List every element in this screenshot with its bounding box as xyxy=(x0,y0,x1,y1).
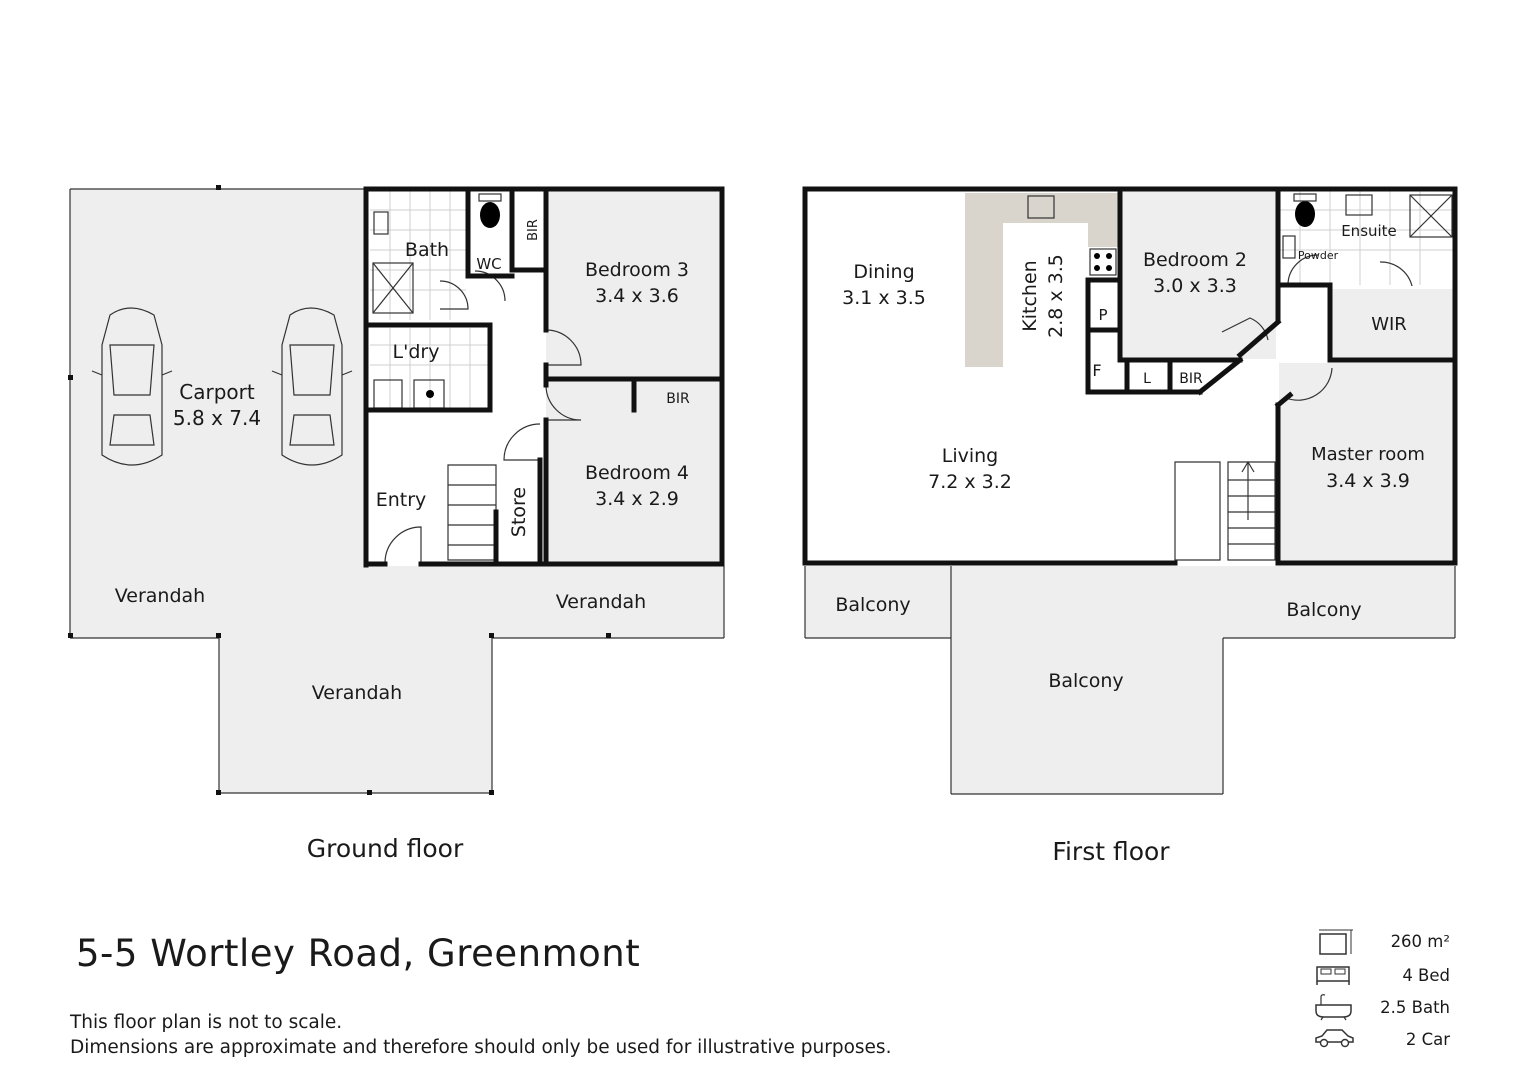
car-left-icon xyxy=(91,307,173,466)
bed-value: 4 Bed xyxy=(1402,966,1450,985)
bedroom-3-area xyxy=(546,191,722,377)
bedroom-4-dimensions: 3.4 x 2.9 xyxy=(595,488,679,510)
bir-top-label: BIR xyxy=(526,219,541,241)
wir-label: WIR xyxy=(1371,314,1407,335)
car-value: 2 Car xyxy=(1405,1030,1450,1049)
laundry-label: L'dry xyxy=(393,341,440,363)
first-floor-fixtures xyxy=(1174,193,1453,561)
kitchen-bench xyxy=(965,193,1118,367)
ground-floor-plan: Carport 5.8 x 7.4 Bath WC BIR Bedroom 3 … xyxy=(68,185,725,863)
carport-area xyxy=(70,189,366,566)
first-floor-walls xyxy=(802,186,1458,566)
wc-label: WC xyxy=(476,255,501,273)
verandah-left-label: Verandah xyxy=(115,585,205,607)
entry-label: Entry xyxy=(376,489,427,511)
bir-first-label: BIR xyxy=(1179,371,1203,387)
pantry-label: P xyxy=(1098,306,1107,324)
bir-right-label: BIR xyxy=(666,391,690,407)
bath-value: 2.5 Bath xyxy=(1380,998,1450,1017)
kitchen-dimensions: 2.8 x 3.5 xyxy=(1045,254,1067,338)
bedroom-4-label: Bedroom 4 xyxy=(585,462,689,484)
store-label: Store xyxy=(508,487,530,537)
first-floor-label: First floor xyxy=(1052,837,1170,866)
first-floor-plan: Dining 3.1 x 3.5 Kitchen 2.8 x 3.5 P F L… xyxy=(802,186,1458,866)
bedroom-3-dimensions: 3.4 x 3.6 xyxy=(595,285,679,307)
bath-icon xyxy=(1315,994,1352,1021)
balcony-center-label: Balcony xyxy=(1048,670,1123,692)
disclaimer-line-1: This floor plan is not to scale. xyxy=(70,1012,343,1033)
kitchen-fixtures xyxy=(1027,195,1117,276)
bedroom-2-dimensions: 3.0 x 3.3 xyxy=(1153,275,1237,297)
verandah-bottom-area xyxy=(219,638,492,793)
master-room-dimensions: 3.4 x 3.9 xyxy=(1326,470,1410,492)
balcony-left-area xyxy=(805,566,951,638)
disclaimer-line-2: Dimensions are approximate and therefore… xyxy=(70,1037,892,1058)
bath-tiles xyxy=(370,191,490,408)
fridge-label: F xyxy=(1092,361,1101,380)
carport-label: Carport xyxy=(179,380,255,404)
ensuite-label: Ensuite xyxy=(1341,222,1397,240)
dining-label: Dining xyxy=(853,261,914,283)
bedroom-2-label: Bedroom 2 xyxy=(1143,249,1247,271)
car-right-icon xyxy=(271,307,353,466)
bed-icon xyxy=(1316,966,1350,985)
verandah-outline xyxy=(69,188,725,794)
area-value: 260 m² xyxy=(1390,932,1450,951)
dining-dimensions: 3.1 x 3.5 xyxy=(842,287,926,309)
carport-dimensions: 5.8 x 7.4 xyxy=(173,406,261,430)
car-icon xyxy=(1315,1029,1354,1048)
ground-floor-walls xyxy=(363,186,725,568)
master-room-label: Master room xyxy=(1311,444,1425,465)
verandah-bottom-label: Verandah xyxy=(312,682,402,704)
balcony-left-label: Balcony xyxy=(835,594,910,616)
balcony-center-area xyxy=(951,566,1223,794)
ensuite-tiles xyxy=(1280,191,1454,285)
balcony-right-area xyxy=(1223,566,1455,638)
verandah-right-label: Verandah xyxy=(556,591,646,613)
bedroom-3-label: Bedroom 3 xyxy=(585,259,689,281)
wir-area xyxy=(1331,289,1454,359)
living-label: Living xyxy=(942,445,999,467)
linen-label: L xyxy=(1143,371,1151,387)
post-markers xyxy=(68,185,611,795)
bath-label: Bath xyxy=(405,239,449,261)
area-icon xyxy=(1319,929,1353,955)
balcony-right-label: Balcony xyxy=(1286,599,1361,621)
floor-plan-drawing: Carport 5.8 x 7.4 Bath WC BIR Bedroom 3 … xyxy=(68,185,1458,866)
bedroom-2-area xyxy=(1122,191,1276,359)
kitchen-label: Kitchen xyxy=(1019,260,1041,331)
living-dimensions: 7.2 x 3.2 xyxy=(928,471,1012,493)
ground-floor-label: Ground floor xyxy=(307,834,464,863)
balcony-outline xyxy=(804,566,1456,795)
powder-label: Powder xyxy=(1298,249,1339,262)
master-room-area xyxy=(1279,363,1454,563)
verandah-strip xyxy=(70,566,724,638)
property-address: 5-5 Wortley Road, Greenmont xyxy=(76,932,641,975)
